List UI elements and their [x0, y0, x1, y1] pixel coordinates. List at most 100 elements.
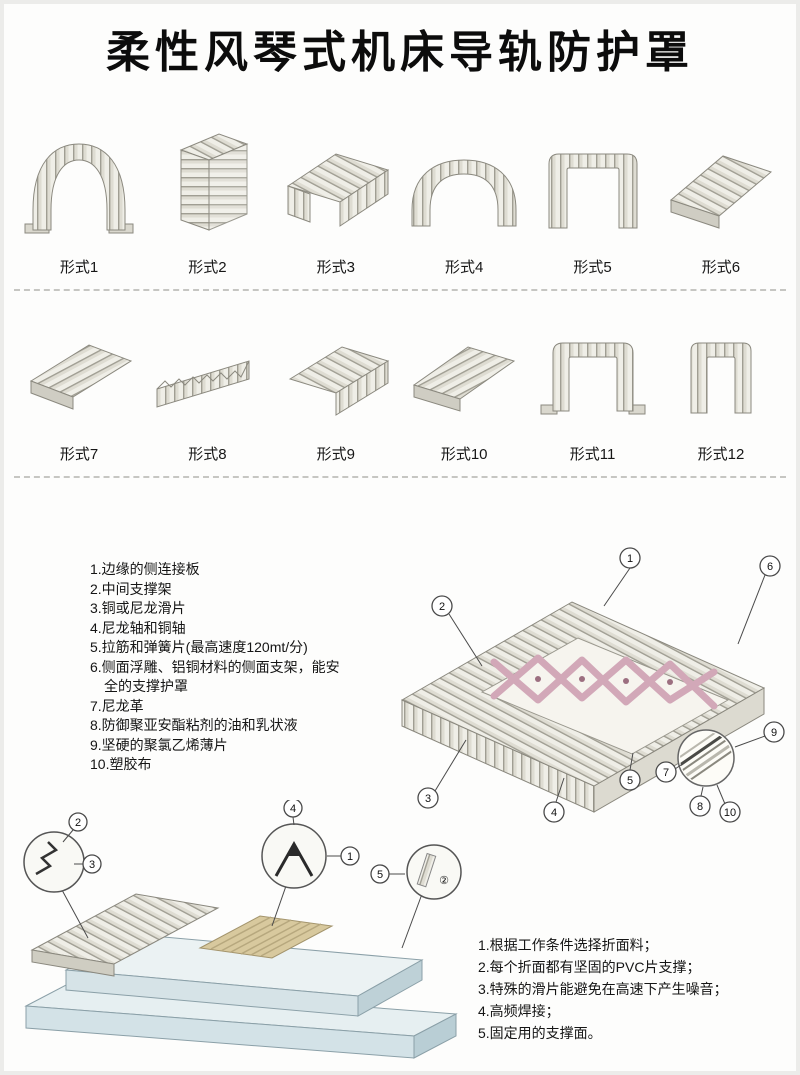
bellows-wedge-icon — [156, 360, 250, 408]
layer-detail-magnifier — [677, 729, 735, 787]
form-item-7: 形式7 — [16, 301, 142, 464]
form-item-4: 形式4 — [401, 114, 527, 277]
svg-text:3: 3 — [89, 859, 95, 871]
note-item: 4.高频焊接； — [478, 1003, 560, 1019]
part-item: 7.尼龙革 — [90, 697, 144, 714]
exploded-callout-3: 3 — [417, 739, 467, 809]
scissor-mechanism — [490, 654, 718, 710]
svg-text:9: 9 — [771, 727, 777, 739]
form-label: 形式7 — [59, 446, 99, 463]
part-item: 4.尼龙轴和铜轴 — [90, 619, 186, 636]
machine-callout-4: 4 — [283, 800, 303, 826]
svg-text:4: 4 — [290, 803, 296, 815]
accordion-cover — [30, 893, 220, 977]
bellows-arch-low-icon — [411, 159, 517, 227]
form-item-11: 形式11 — [530, 301, 656, 464]
svg-text:10: 10 — [724, 807, 736, 819]
exploded-callout-2: 2 — [431, 595, 483, 667]
bellows-box-flange-icon — [540, 342, 646, 415]
exploded-callout-8: 8 — [689, 786, 711, 817]
form-label: 形式4 — [445, 259, 484, 276]
svg-text:1: 1 — [347, 851, 353, 863]
svg-text:6: 6 — [767, 561, 773, 573]
tan-pleats — [198, 915, 334, 959]
forms-row-2: 形式7 形式8 形式9 形式10 — [4, 301, 796, 464]
svg-text:3: 3 — [425, 793, 431, 805]
svg-text:7: 7 — [663, 767, 669, 779]
part-item: 10.塑胶布 — [90, 756, 152, 772]
circled-2-marker: ② — [439, 875, 449, 887]
forms-row-1: 形式1 形式2 形式3 形式4 — [4, 114, 796, 277]
svg-text:8: 8 — [697, 801, 703, 813]
machine-callout-1: 1 — [327, 846, 360, 866]
fold-detail-magnifier — [261, 823, 327, 927]
bellows-bridge-icon — [286, 153, 389, 227]
form-label: 形式12 — [697, 446, 745, 463]
clamp-detail-magnifier: ② — [401, 844, 462, 949]
part-item: 6.侧面浮雕、铝铜材料的侧面支架，能安全的支撑护罩 — [90, 658, 340, 695]
bellows-sheet-skirt-icon — [288, 346, 389, 416]
part-item: 9.坚硬的聚氯乙烯薄片 — [90, 736, 228, 753]
exploded-callout-4: 4 — [543, 777, 565, 823]
form-label: 形式8 — [188, 446, 227, 463]
dashed-separator-2 — [14, 476, 786, 478]
part-item: 1.边缘的侧连接板 — [90, 561, 200, 577]
form-label: 形式9 — [316, 446, 355, 463]
form-item-10: 形式10 — [401, 301, 527, 464]
form-label: 形式5 — [573, 259, 612, 276]
edge-detail-magnifier — [23, 831, 89, 939]
svg-text:1: 1 — [627, 553, 633, 565]
exploded-callout-7: 7 — [655, 761, 685, 783]
form-label: 形式6 — [701, 259, 741, 276]
machine-callout-5: 5 — [370, 864, 405, 884]
note-item: 5.固定用的支撑面。 — [478, 1025, 602, 1041]
part-item: 3.铜或尼龙滑片 — [90, 600, 186, 616]
form-label: 形式11 — [569, 446, 616, 463]
notes-list: 1.根据工作条件选择折面料； 2.每个折面都有坚固的PVC片支撑； 3.特殊的滑… — [478, 934, 784, 1044]
machine-pedestal — [24, 983, 458, 1059]
form-item-9: 形式9 — [273, 301, 399, 464]
note-item: 3.特殊的滑片能避免在高速下产生噪音； — [478, 981, 728, 997]
exploded-callout-9: 9 — [734, 721, 785, 748]
svg-text:2: 2 — [439, 601, 445, 613]
bellows-arch-icon — [24, 143, 134, 234]
exploded-callout-6: 6 — [737, 555, 781, 645]
parts-list: 1.边缘的侧连接板 2.中间支撑架 3.铜或尼龙滑片 4.尼龙轴和铜轴 5.拉筋… — [90, 560, 345, 775]
svg-text:2: 2 — [75, 817, 81, 829]
machine-callout-3: 3 — [74, 854, 102, 874]
note-item: 1.根据工作条件选择折面料； — [478, 937, 658, 953]
machine-bed — [64, 933, 424, 1017]
form-label: 形式2 — [188, 259, 227, 276]
form-label: 形式1 — [59, 259, 99, 276]
machine-bed-diagram: 2 3 4 1 ② 5 — [23, 800, 462, 1059]
page-title: 柔性风琴式机床导轨防护罩 — [106, 28, 694, 77]
form-item-5: 形式5 — [530, 114, 656, 277]
machine-callout-2: 2 — [62, 812, 88, 843]
bellows-narrow-box-icon — [690, 342, 752, 414]
bellows-sheet-icon — [413, 346, 516, 412]
form-label: 形式10 — [440, 446, 488, 463]
bellows-box-icon — [548, 153, 638, 229]
form-item-6: 形式6 — [658, 114, 784, 277]
part-item: 5.拉筋和弹簧片(最高速度120mt/分) — [90, 639, 308, 655]
form-label: 形式3 — [316, 259, 355, 276]
form-item-8: 形式8 — [144, 301, 270, 464]
form-item-12: 形式12 — [658, 301, 784, 464]
dashed-separator-1 — [14, 289, 786, 291]
part-item: 8.防御聚亚安酯粘剂的油和乳状液 — [90, 717, 298, 733]
bellows-sheet-icon — [29, 344, 133, 410]
part-item: 2.中间支撑架 — [90, 580, 172, 597]
exploded-bellows-diagram: 1 2 3 4 5 6 7 8 9 10 — [400, 547, 785, 823]
svg-text:4: 4 — [551, 807, 557, 819]
svg-text:5: 5 — [627, 775, 633, 787]
note-item: 2.每个折面都有坚固的PVC片支撑； — [478, 959, 701, 975]
exploded-callout-1: 1 — [603, 547, 641, 607]
exploded-callout-5: 5 — [619, 752, 641, 791]
form-item-3: 形式3 — [273, 114, 399, 277]
bellows-bracket-icon — [180, 133, 249, 231]
bellows-sheet-icon — [669, 155, 772, 229]
svg-text:5: 5 — [377, 869, 383, 881]
exploded-callout-10: 10 — [716, 784, 741, 823]
form-item-1: 形式1 — [16, 114, 142, 277]
